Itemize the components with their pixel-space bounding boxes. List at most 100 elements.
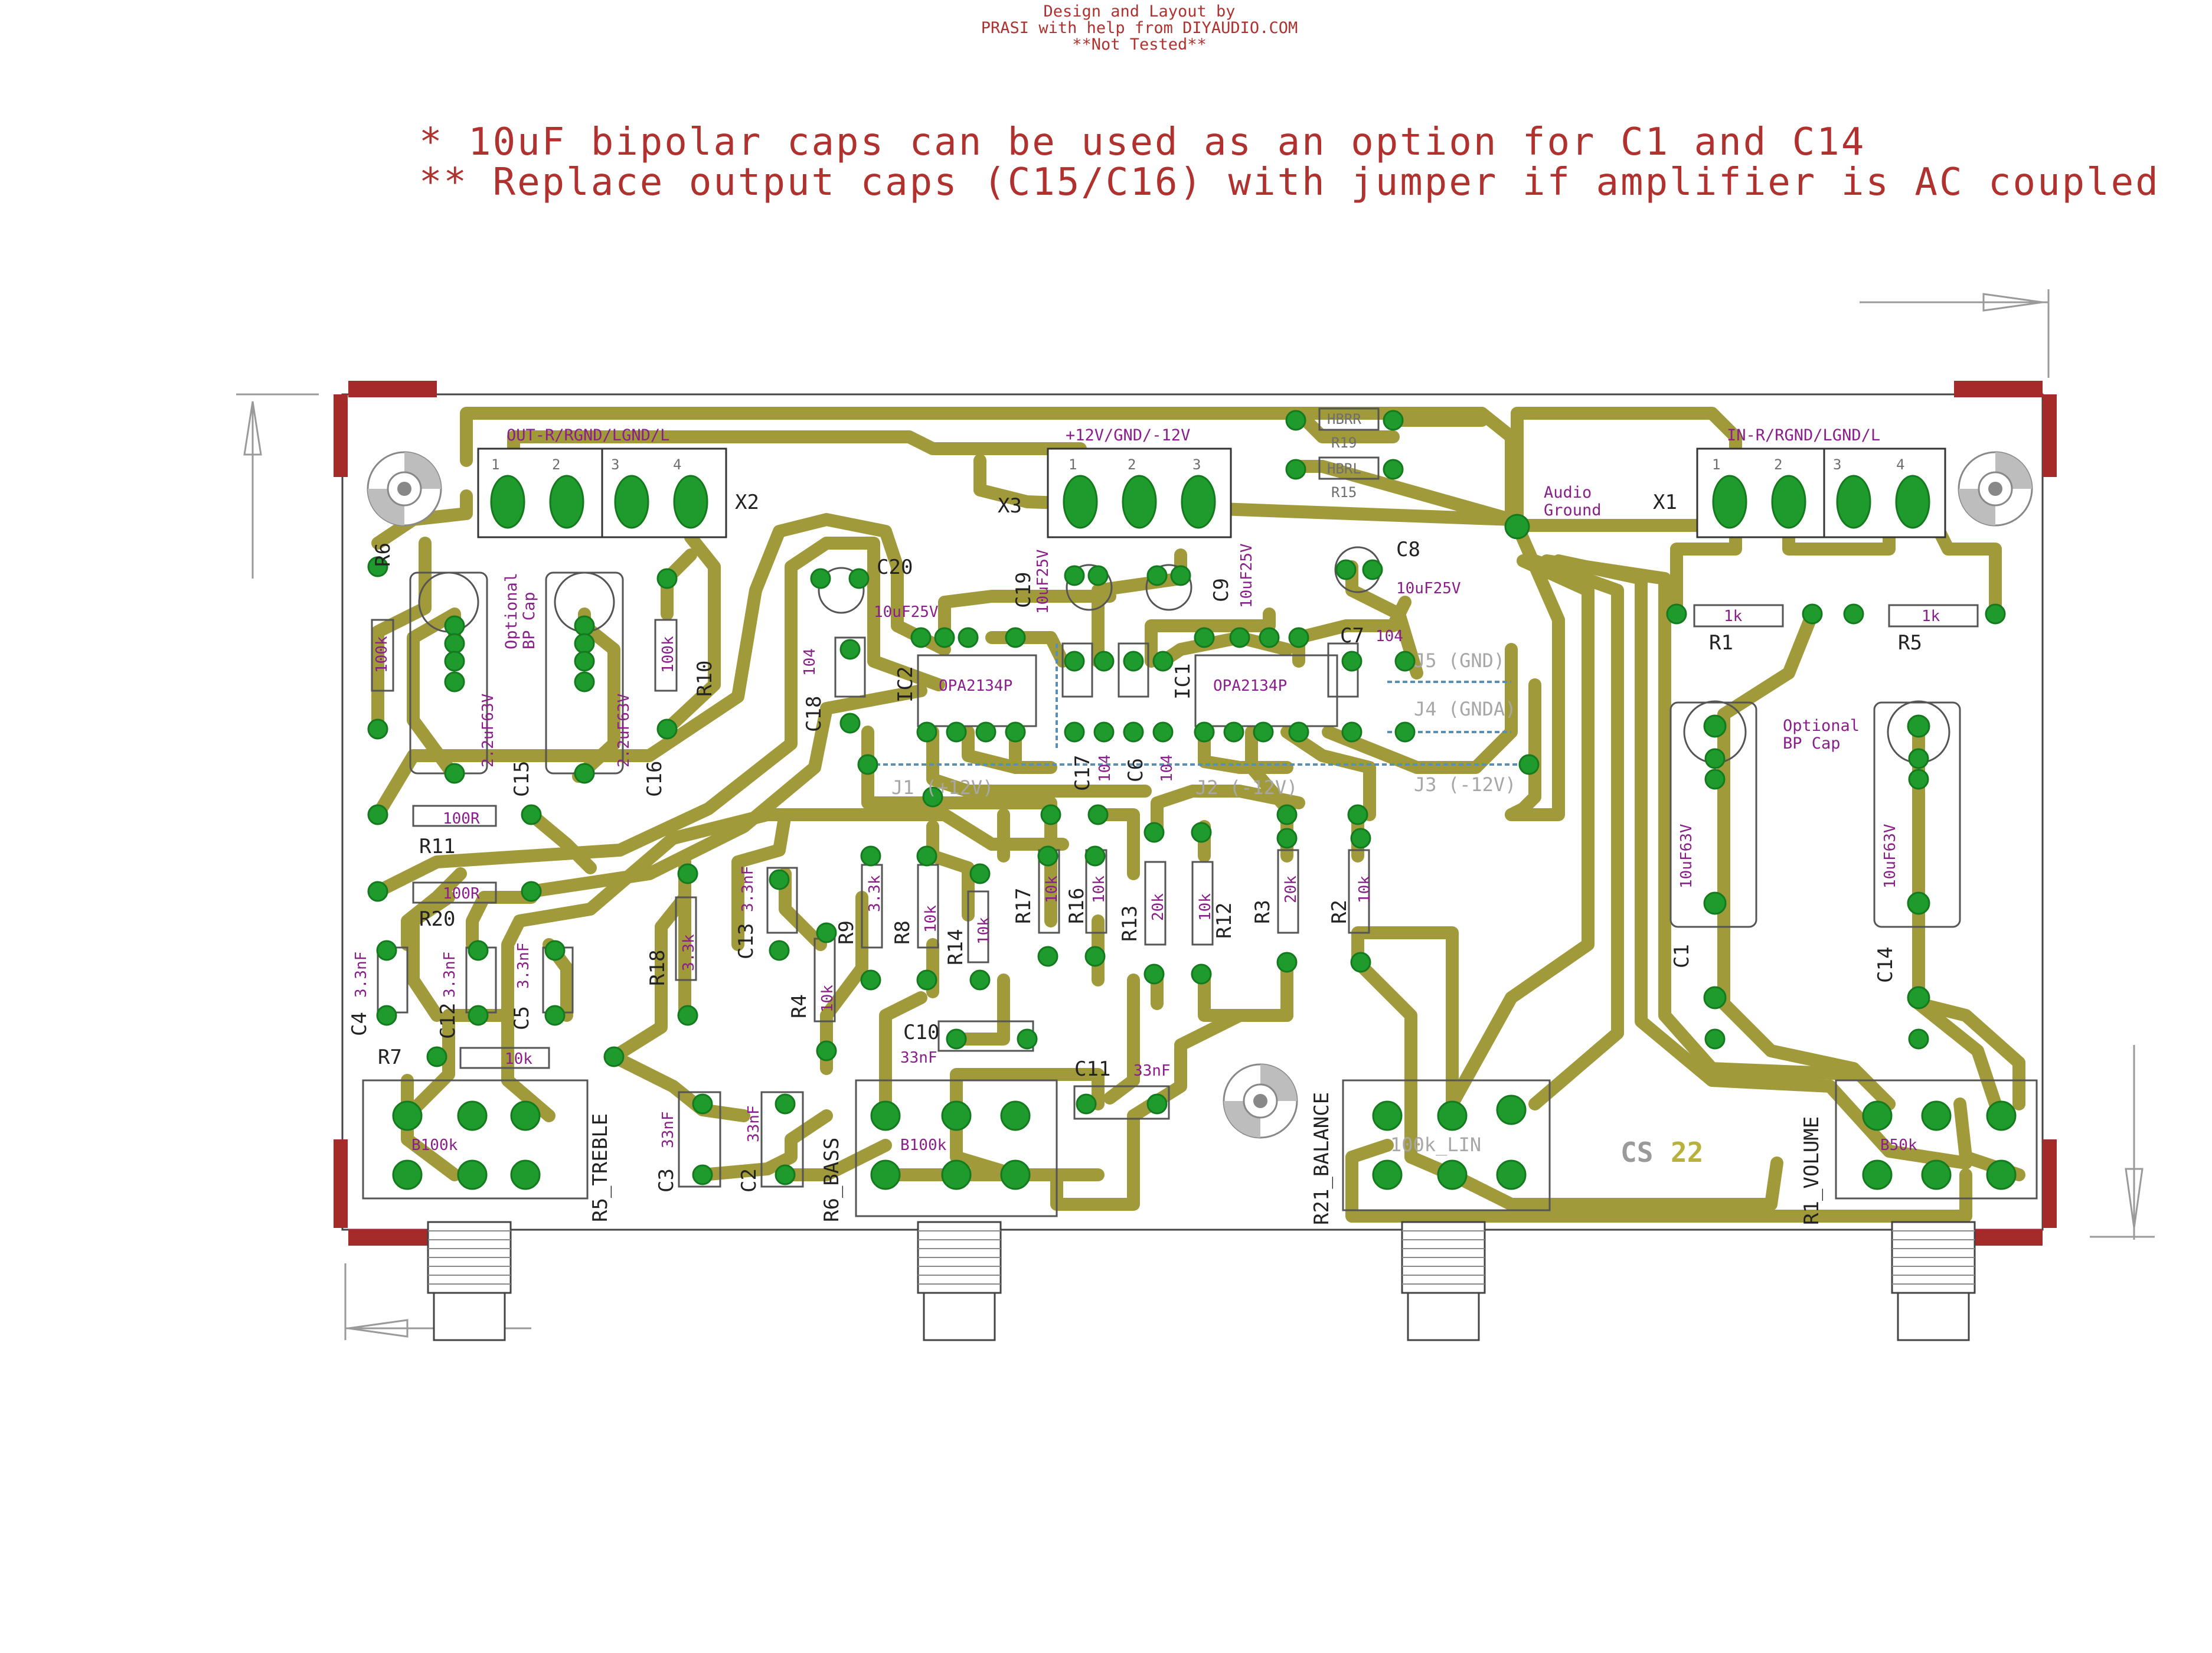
pot-treble-label: R5_TREBLE [589,1113,612,1222]
optional-bp-cap-right-line-2: BP Cap [1783,734,1841,753]
c1-value: 10uF63V [1678,824,1695,888]
pot-shaft-threads [428,1230,1975,1285]
r17-label: R17 [1012,888,1035,924]
c8-value: 10uF25V [1396,580,1461,597]
r3-label: R3 [1251,900,1275,924]
c10-value: 33nF [900,1049,937,1067]
r4-value: 10k [819,985,837,1012]
x2-pin-2: 2 [552,456,560,473]
x3-pin-2: 2 [1128,456,1136,473]
r2-label: R2 [1328,900,1351,924]
x2-pin-1: 1 [491,456,499,473]
ic1-part: OPA2134P [1213,677,1287,695]
c5-value: 3.3nF [515,943,532,989]
r19-label: R19 [1331,435,1357,451]
r15-label: R15 [1331,484,1357,501]
jumper-j2-label: J2 (-12V) [1195,776,1298,799]
r13-label: R13 [1118,906,1142,942]
x1-pin-4: 4 [1896,456,1904,473]
c7-value: 104 [1375,628,1403,645]
pot-bass-label: R6_BASS [820,1138,844,1222]
audio-ground-line-2: Ground [1544,501,1602,520]
connector-x1-ref: X1 [1653,491,1677,514]
r18-value: 3.3k [680,934,698,971]
r6-label: R6 [371,543,395,567]
c3-value: 33nF [659,1111,677,1148]
jumper-j5-label: J5 (GND) [1414,649,1505,672]
r13-value: 20k [1149,893,1167,921]
r4-label: R4 [788,994,811,1018]
optional-bp-cap-left-line-1: Optional [502,573,521,649]
c13-value: 3.3nF [739,866,757,912]
x1-pin-2: 2 [1774,456,1782,473]
r8-value: 10k [922,905,940,933]
c11-value: 33nF [1133,1062,1171,1080]
r2-value: 10k [1356,875,1374,903]
r6-value: 100k [373,636,391,673]
jumper-j4-label: J4 (GNDA) [1414,698,1516,720]
r16-value: 10k [1090,875,1108,903]
hbrl-label: HBRL [1327,460,1361,477]
pot-treble-value: B100k [411,1136,458,1154]
pot-balance-label: R21_BALANCE [1310,1092,1334,1225]
r7-label: R7 [378,1046,402,1069]
ic2-label: IC2 [894,667,917,703]
c6-label: C6 [1124,758,1148,782]
c20-value: 10uF25V [874,603,939,621]
x3-pin-3: 3 [1192,456,1201,473]
c18-value: 104 [801,648,819,676]
ic1-label: IC1 [1171,664,1195,700]
c11-label: C11 [1074,1057,1110,1081]
c4-label: C4 [348,1012,371,1036]
solder-pads [367,410,2017,1190]
c7-label: C7 [1340,624,1364,648]
r16-label: R16 [1065,888,1089,924]
c14-label: C14 [1874,947,1897,983]
r5-label: R5 [1898,631,1922,655]
r7-value: 10k [505,1050,532,1068]
optional-bp-cap-right-line-1: Optional [1783,717,1860,735]
c9-value: 10uF25V [1238,543,1256,608]
credit-line-3: **Not Tested** [1072,35,1207,54]
connector-x3-ref: X3 [998,494,1022,518]
c20-label: C20 [877,556,913,579]
credit-line-2: PRASI with help from DIYAUDIO.COM [981,19,1298,37]
audio-ground-line-1: Audio [1544,484,1592,502]
pot-shafts [427,1221,1976,1341]
c18-label: C18 [802,696,826,732]
x1-pin-1: 1 [1712,456,1720,473]
board-mark-number: 22 [1671,1136,1703,1168]
c3-label: C3 [655,1168,678,1193]
c16-label: C16 [643,761,666,797]
c19-label: C19 [1012,572,1035,608]
r9-label: R9 [835,920,858,945]
optional-bp-cap-left-line-2: BP Cap [520,592,538,649]
r8-label: R8 [891,920,914,945]
r12-value: 10k [1197,893,1214,921]
c17-label: C17 [1071,755,1094,791]
pot-volume-value: B50k [1880,1136,1917,1154]
c6-value: 104 [1158,754,1176,782]
c9-label: C9 [1210,578,1233,602]
mounting-holes [367,451,2033,1139]
connector-x2: OUT-R/RGND/LGND/L X2 1 2 3 4 [477,426,759,538]
c12-label: C12 [436,1003,460,1039]
hbrr-label: HBRR [1327,411,1361,427]
c4-value: 3.3nF [352,952,370,998]
r14-value: 10k [975,917,993,945]
r10-value: 100k [659,636,677,673]
c1-label: C1 [1670,944,1694,968]
connector-x2-label: OUT-R/RGND/LGND/L [507,426,669,445]
r18-label: R18 [646,950,669,986]
r20-value: 100R [443,885,480,903]
c15-label: C15 [510,761,534,797]
note-line-1: * 10uF bipolar caps can be used as an op… [419,120,1865,164]
c15-value: 2.2uF63V [479,694,497,767]
note-line-2: ** Replace output caps (C15/C16) with ju… [419,161,2160,204]
jumper-wires [868,643,1529,766]
x3-pin-1: 1 [1069,456,1077,473]
connector-x3-label: +12V/GND/-12V [1066,426,1190,445]
c8-label: C8 [1396,538,1420,561]
c13-label: C13 [734,923,758,959]
